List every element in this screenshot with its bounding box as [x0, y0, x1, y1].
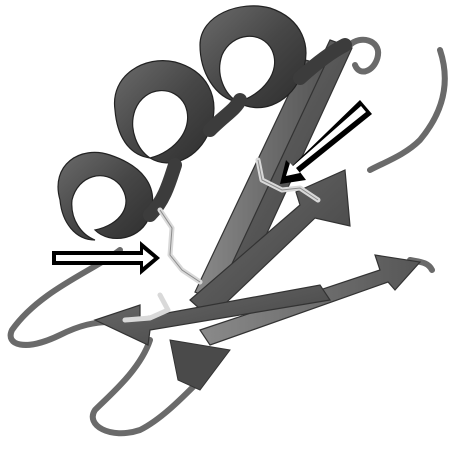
helix-turn-3	[200, 6, 306, 108]
helix-turn-1	[58, 152, 153, 240]
top-right-loop	[350, 40, 378, 72]
c-terminal-tail	[370, 50, 445, 170]
helix-turn-2	[115, 61, 214, 163]
bond-middle	[160, 210, 200, 282]
beta-strand-6	[170, 340, 230, 390]
annotation-arrow-right	[52, 241, 160, 275]
